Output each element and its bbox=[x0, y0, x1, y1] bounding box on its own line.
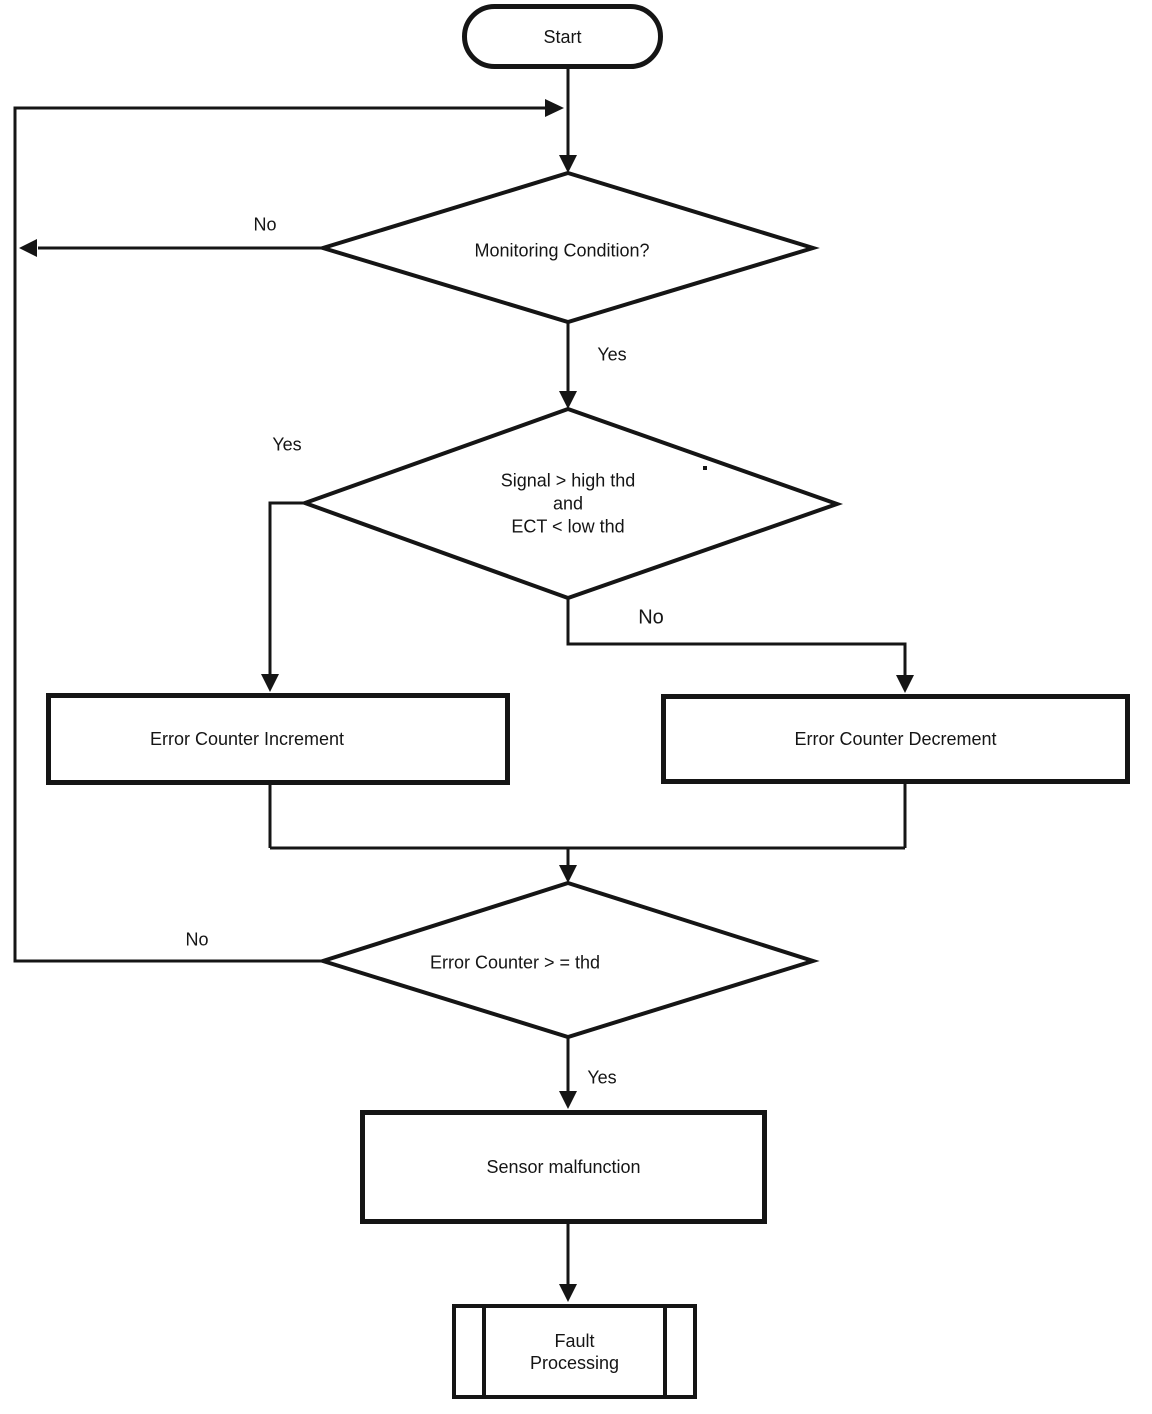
arrowhead-into-fault bbox=[559, 1284, 577, 1302]
decision-monitoring-label: Monitoring Condition? bbox=[474, 240, 650, 261]
flow-connectors bbox=[13, 69, 907, 1287]
stray-dot bbox=[703, 466, 707, 470]
label-monitoring-no: No bbox=[253, 214, 277, 235]
decision-signal-line3: ECT < low thd bbox=[511, 516, 625, 537]
label-signal-no: No bbox=[638, 606, 664, 629]
arrowheads bbox=[19, 99, 914, 1302]
process-sensor-malfunction: Sensor malfunction bbox=[360, 1110, 767, 1224]
fault-line1: Fault bbox=[554, 1330, 595, 1351]
fault-line2: Processing bbox=[529, 1352, 620, 1373]
start-node: Start bbox=[462, 4, 663, 69]
predefined-left-bar bbox=[482, 1308, 486, 1395]
arrowhead-loop-rejoin bbox=[545, 99, 564, 117]
edge-signal-yes bbox=[268, 501, 305, 677]
label-counter-no: No bbox=[185, 929, 209, 950]
decision-signal-shape bbox=[299, 406, 844, 601]
edge-signal-no bbox=[566, 598, 907, 678]
arrowhead-into-signal bbox=[559, 391, 577, 409]
arrowhead-into-malfunction bbox=[559, 1091, 577, 1109]
arrowhead-into-monitoring bbox=[559, 155, 577, 173]
start-label: Start bbox=[543, 26, 582, 47]
predefined-fault-processing: Fault Processing bbox=[452, 1304, 697, 1399]
arrowhead-into-decrement bbox=[896, 675, 914, 693]
arrowhead-monitoring-no bbox=[19, 239, 37, 257]
decision-signal-line1: Signal > high thd bbox=[500, 470, 636, 491]
label-counter-yes: Yes bbox=[587, 1067, 617, 1088]
decision-signal-label: Signal > high thd and ECT < low thd bbox=[501, 470, 636, 539]
arrowhead-into-increment bbox=[261, 674, 279, 692]
decision-diamonds bbox=[299, 170, 844, 1040]
process-increment-label: Error Counter Increment bbox=[149, 729, 345, 749]
predefined-right-bar bbox=[663, 1308, 667, 1395]
decision-counter-shape bbox=[316, 880, 820, 1040]
fault-processing-label: Fault Processing bbox=[530, 1330, 619, 1374]
decision-signal-line2: and bbox=[552, 493, 584, 514]
arrowhead-into-counter bbox=[559, 865, 577, 883]
process-error-counter-decrement: Error Counter Decrement bbox=[661, 694, 1130, 784]
process-error-counter-increment: Error Counter Increment bbox=[46, 693, 510, 785]
process-decrement-label: Error Counter Decrement bbox=[794, 729, 997, 749]
decision-monitoring-shape bbox=[316, 170, 820, 325]
label-monitoring-yes: Yes bbox=[597, 344, 627, 365]
label-signal-yes: Yes bbox=[272, 434, 302, 455]
edge-merge bbox=[268, 784, 907, 868]
edge-loop-return bbox=[13, 106, 545, 963]
process-malfunction-label: Sensor malfunction bbox=[486, 1157, 641, 1177]
decision-counter-label: Error Counter > = thd bbox=[429, 952, 601, 973]
